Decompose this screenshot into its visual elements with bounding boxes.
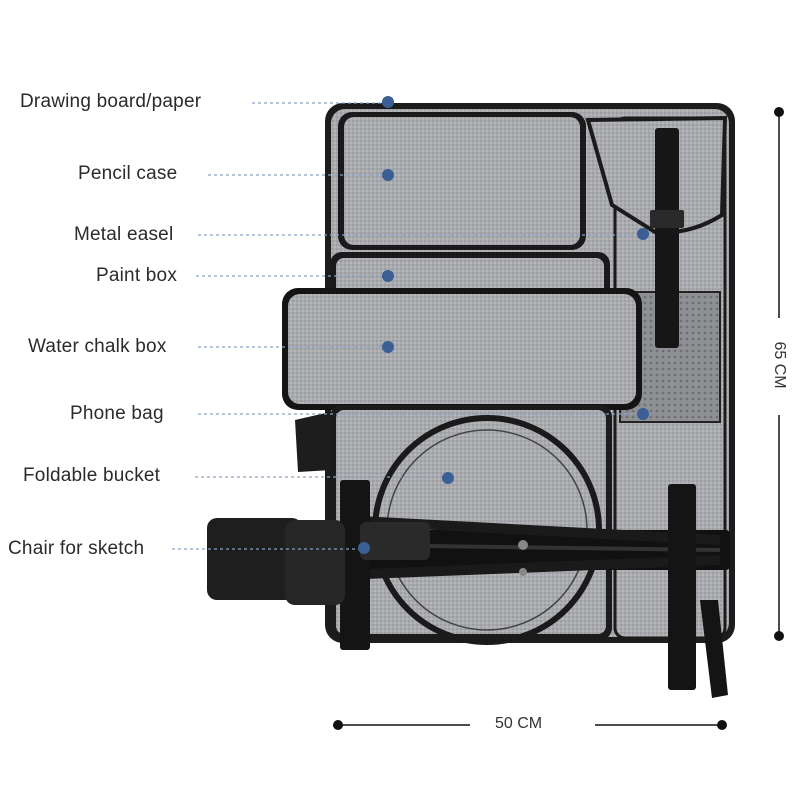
width-dimension (333, 720, 727, 730)
callout-dot (382, 270, 394, 282)
callout-dot (358, 542, 370, 554)
callout-dot (637, 408, 649, 420)
label-metal-easel: Metal easel (74, 224, 174, 245)
easel-chair-bundle (207, 480, 730, 698)
width-dimension-label: 50 CM (495, 715, 543, 732)
label-paint-box: Paint box (96, 265, 178, 286)
callout-dots (358, 96, 649, 554)
height-dimension-label: 65 CM (771, 341, 788, 389)
callout-dot (382, 169, 394, 181)
callout-dot (382, 341, 394, 353)
water-chalk-pocket (282, 288, 642, 410)
height-dimension (774, 107, 784, 641)
callout-dot (442, 472, 454, 484)
label-phone-bag: Phone bag (70, 403, 164, 424)
label-pencil-case: Pencil case (78, 163, 178, 184)
leader-lines (172, 102, 643, 550)
callout-dot (637, 228, 649, 240)
label-chair-for-sketch: Chair for sketch (8, 538, 145, 559)
label-water-chalk-box: Water chalk box (28, 336, 167, 357)
pencil-case-pocket (338, 112, 586, 250)
callout-dot (382, 96, 394, 108)
label-foldable-bucket: Foldable bucket (23, 465, 161, 486)
label-drawing-board: Drawing board/paper (20, 91, 202, 112)
